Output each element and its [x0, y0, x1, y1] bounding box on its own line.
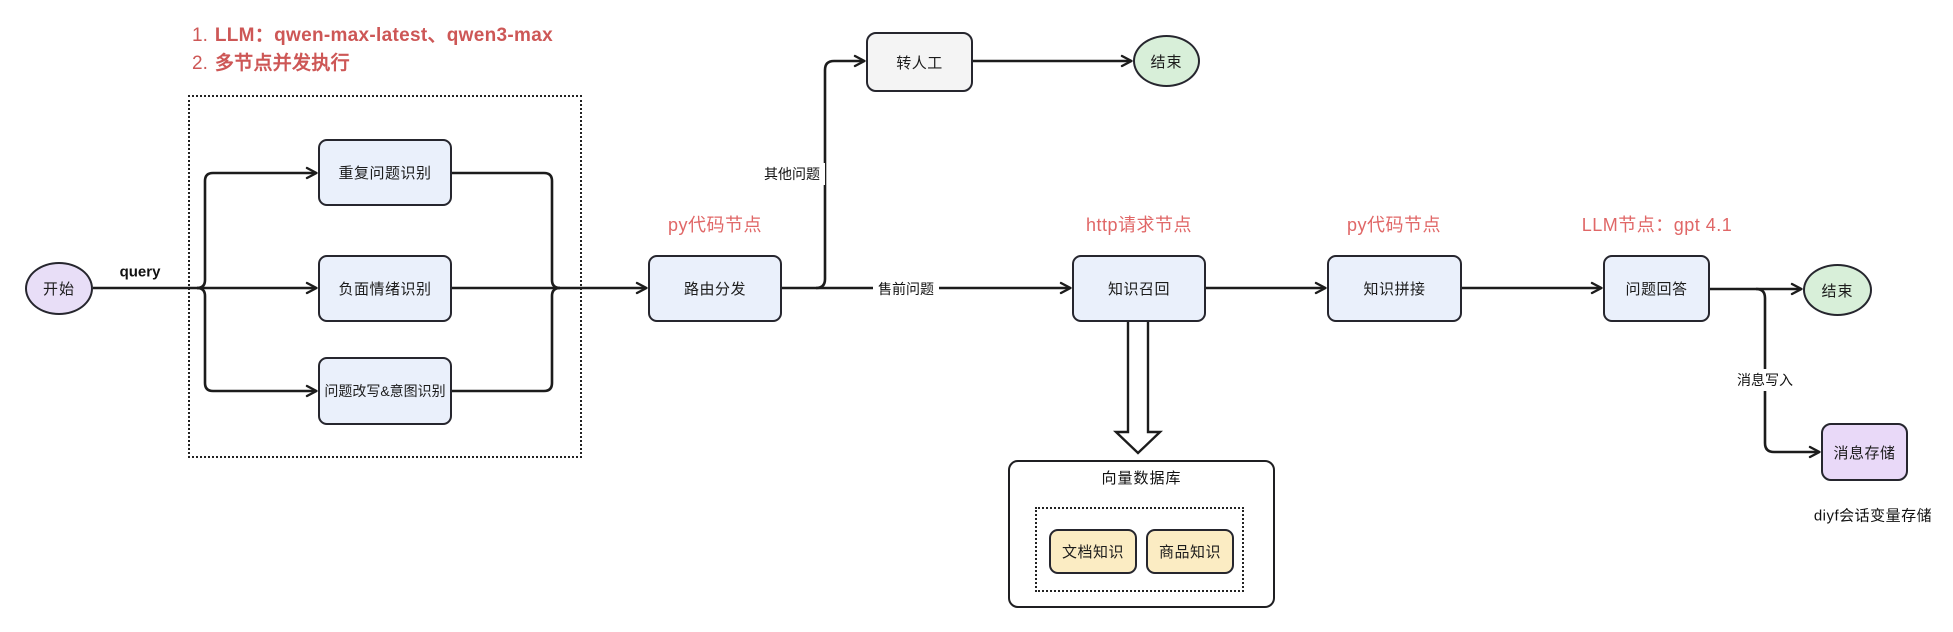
node-label: 结束 [1150, 53, 1183, 71]
node-type-label-router: py代码节点 [667, 215, 763, 235]
node-router[interactable]: 路由分发 [648, 255, 782, 322]
node-knowledge-recall[interactable]: 知识召回 [1072, 255, 1206, 322]
edge-label-other-question: 其他问题 [759, 163, 825, 185]
node-label: 重复问题识别 [338, 165, 432, 182]
node-knowledge-concat[interactable]: 知识拼接 [1327, 255, 1462, 322]
node-end-right[interactable]: 结束 [1803, 264, 1872, 316]
node-label: 消息存储 [1833, 444, 1896, 462]
node-label: 开始 [42, 281, 75, 298]
parallel-group-frame [188, 95, 582, 458]
edge-label-message-write: 消息写入 [1732, 369, 1798, 391]
node-end-top[interactable]: 结束 [1133, 35, 1200, 87]
node-human-handoff[interactable]: 转人工 [866, 32, 973, 92]
node-duplicate-question-detect[interactable]: 重复问题识别 [318, 139, 452, 206]
node-label: 结束 [1821, 282, 1854, 300]
node-product-knowledge[interactable]: 商品知识 [1146, 529, 1234, 574]
node-label: 转人工 [896, 54, 943, 72]
node-rewrite-intent-detect[interactable]: 问题改写&意图识别 [318, 357, 452, 425]
node-label: 商品知识 [1158, 544, 1221, 561]
node-label: 负面情绪识别 [338, 281, 432, 298]
knowledge-group-frame: 文档知识 商品知识 [1035, 507, 1244, 592]
node-label: 问题回答 [1625, 281, 1688, 298]
node-type-label-concat: py代码节点 [1346, 215, 1442, 235]
message-store-caption: diyf会话变量存储 [1813, 507, 1933, 525]
node-negative-emotion-detect[interactable]: 负面情绪识别 [318, 255, 452, 322]
block-arrow-icon [1113, 322, 1163, 455]
annotation-line: 2.多节点并发执行 [192, 53, 350, 74]
node-message-store[interactable]: 消息存储 [1821, 423, 1908, 481]
node-type-label-recall: http请求节点 [1085, 215, 1193, 235]
edge-label-presale-question: 售前问题 [873, 278, 939, 300]
node-type-label-answer: LLM节点：gpt 4.1 [1581, 215, 1733, 235]
vector-db-container[interactable]: 向量数据库 文档知识 商品知识 [1008, 460, 1275, 608]
node-label: 知识召回 [1107, 281, 1170, 298]
node-answer[interactable]: 问题回答 [1603, 255, 1710, 322]
node-label: 知识拼接 [1363, 281, 1426, 298]
node-label: 问题改写&意图识别 [324, 383, 446, 399]
vector-db-title: 向量数据库 [1101, 470, 1182, 487]
node-label: 文档知识 [1061, 544, 1124, 561]
annotation-notes: 1.LLM：qwen-max-latest、qwen3-max 2.多节点并发执… [192, 22, 553, 78]
node-label: 路由分发 [683, 281, 746, 298]
node-doc-knowledge[interactable]: 文档知识 [1049, 529, 1137, 574]
annotation-line: 1.LLM：qwen-max-latest、qwen3-max [192, 25, 553, 46]
edge-label-query: query [119, 263, 161, 281]
node-start[interactable]: 开始 [25, 262, 93, 315]
